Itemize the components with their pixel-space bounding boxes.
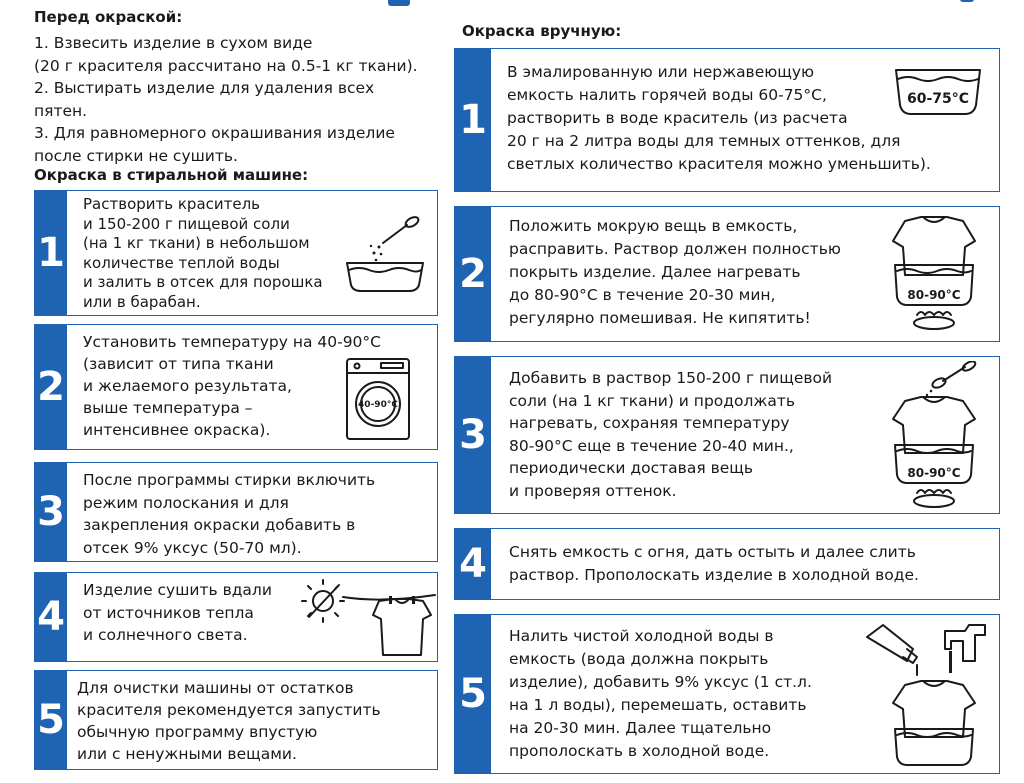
machine-section-title: Окраска в стиральной машине:: [34, 166, 309, 184]
step-number: 5: [455, 615, 491, 773]
top-fragment-right: [960, 0, 974, 2]
step-number: 5: [35, 671, 67, 769]
step-text: Снять емкость с огня, дать остыть и дале…: [509, 543, 919, 584]
manual-step-5-card: 5 Налить чистой холодной воды в емкость …: [454, 614, 1000, 774]
step-number: 2: [35, 325, 67, 449]
step-number: 4: [455, 529, 491, 599]
step-number: 2: [455, 207, 491, 341]
icon-temp-label: 80-90°C: [907, 466, 960, 480]
machine-step-1-card: 1 Растворить краситель и 150-200 г пищев…: [34, 190, 438, 316]
salt-tshirt-pot-icon: 80-90°C: [887, 361, 981, 513]
manual-section-title: Окраска вручную:: [462, 22, 622, 40]
manual-step-1-card: 1 В эмалированную или нержавеющую емкост…: [454, 48, 1000, 192]
manual-step-4-card: 4 Снять емкость с огня, дать остыть и да…: [454, 528, 1000, 600]
bowl-with-spoon-icon: [343, 213, 427, 295]
hot-water-bowl-icon: 60-75°C: [893, 67, 983, 117]
step-number: 3: [35, 463, 67, 561]
machine-step-4-card: 4 Изделие сушить вдали от источников теп…: [34, 572, 438, 662]
machine-step-5-card: 5 Для очистки машины от остатков красите…: [34, 670, 438, 770]
step-number: 4: [35, 573, 67, 661]
step-text: Изделие сушить вдали от источников тепла…: [83, 581, 272, 644]
manual-step-3-card: 3 Добавить в раствор 150-200 г пищевой с…: [454, 356, 1000, 514]
intro-instructions: 1. Взвесить изделие в сухом виде (20 г к…: [34, 32, 454, 167]
step-text: Растворить краситель и 150-200 г пищевой…: [83, 195, 323, 311]
intro-line: (20 г красителя рассчитано на 0.5-1 кг т…: [34, 56, 418, 75]
step-number: 1: [455, 49, 491, 191]
step-text: Налить чистой холодной воды в емкость (в…: [509, 627, 812, 760]
vinegar-tap-tshirt-icon: [859, 619, 995, 771]
step-text: После программы стирки включить режим по…: [83, 471, 376, 557]
intro-title: Перед окраской:: [34, 8, 183, 26]
step-text: В эмалированную или нержавеющую емкость …: [507, 63, 931, 173]
step-number: 1: [35, 191, 67, 315]
intro-line: 2. Выстирать изделие для удаления всех: [34, 79, 375, 97]
intro-line: после стирки не сушить.: [34, 146, 238, 165]
step-text: Установить температуру на 40-90°C (завис…: [83, 333, 381, 439]
icon-temp-label: 40-90°C: [358, 400, 398, 410]
machine-step-3-card: 3 После программы стирки включить режим …: [34, 462, 438, 562]
manual-step-2-card: 2 Положить мокрую вещь в емкость, распра…: [454, 206, 1000, 342]
intro-line: пятен.: [34, 101, 88, 120]
step-text: Для очистки машины от остатков красителя…: [77, 679, 381, 763]
icon-temp-label: 60-75°C: [907, 91, 969, 107]
intro-line: 3. Для равномерного окрашивания изделие: [34, 124, 395, 142]
washing-machine-icon: 40-90°C: [343, 357, 413, 443]
tshirt-in-pot-icon: 80-90°C: [887, 211, 981, 339]
step-text: Положить мокрую вещь в емкость, расправи…: [509, 217, 841, 327]
step-number: 3: [455, 357, 491, 513]
intro-line: 1. Взвесить изделие в сухом виде: [34, 34, 313, 52]
step-text: Добавить в раствор 150-200 г пищевой сол…: [509, 369, 833, 500]
top-fragment-left: [388, 0, 410, 6]
machine-step-2-card: 2 Установить температуру на 40-90°C (зав…: [34, 324, 438, 450]
no-sun-drying-icon: [291, 577, 437, 659]
icon-temp-label: 80-90°C: [907, 288, 960, 302]
